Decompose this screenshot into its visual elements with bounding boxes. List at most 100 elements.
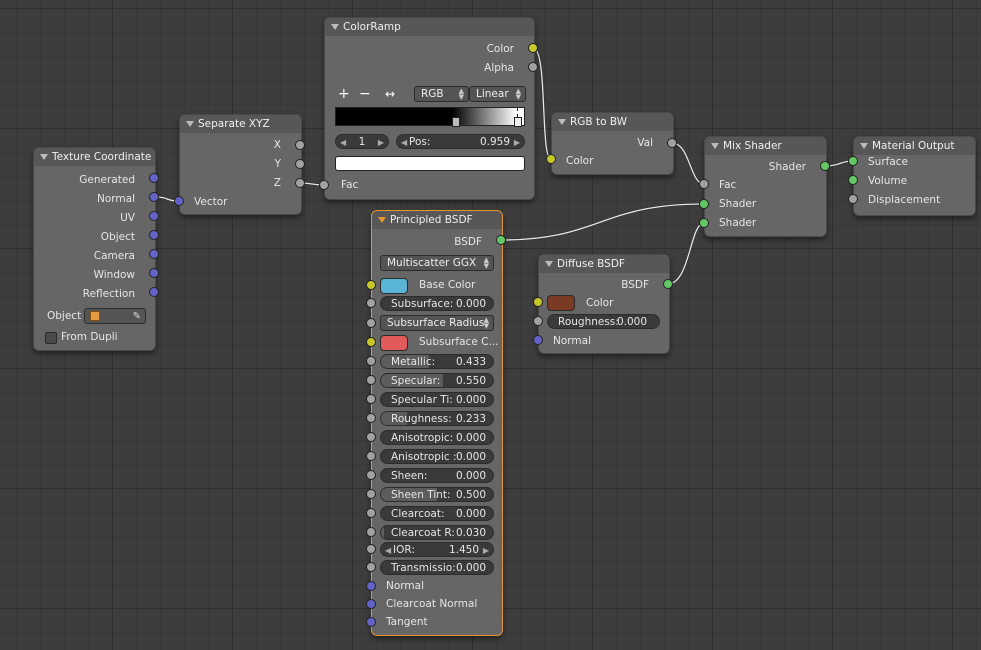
- increment-arrow-icon[interactable]: ▶: [377, 138, 384, 147]
- socket-bsdf-out[interactable]: [663, 279, 673, 289]
- rgb-to-bw-node[interactable]: RGB to BW Val Color: [551, 112, 674, 175]
- param-slider[interactable]: Roughness:0.233: [380, 411, 494, 426]
- socket-base-color-in[interactable]: [366, 280, 376, 290]
- param-slider[interactable]: Sheen:0.000: [380, 468, 494, 483]
- add-stop-button[interactable]: +: [338, 86, 350, 102]
- principled-bsdf-node[interactable]: Principled BSDF BSDF Multiscatter GGX▲▼ …: [371, 210, 503, 636]
- stop-color-swatch[interactable]: [335, 156, 525, 171]
- collapse-triangle-icon[interactable]: [186, 121, 194, 127]
- socket-fac-in[interactable]: [699, 179, 709, 189]
- subsurface-field[interactable]: Subsurface: 0.000: [380, 296, 494, 311]
- flip-ramp-button[interactable]: ↔: [385, 87, 396, 101]
- subsurface-method-dropdown[interactable]: Subsurface Radius▲▼: [380, 315, 494, 331]
- stop-position-field[interactable]: ◀ Pos: 0.959 ▶: [396, 134, 525, 149]
- param-socket-in[interactable]: [366, 432, 376, 442]
- increment-arrow-icon[interactable]: ▶: [482, 546, 489, 555]
- param-socket-in[interactable]: [366, 394, 376, 404]
- socket-normal[interactable]: [149, 192, 159, 202]
- node-header[interactable]: Principled BSDF: [372, 211, 502, 229]
- subsurface-color-swatch[interactable]: [380, 335, 408, 351]
- material-output-node[interactable]: Material Output Surface Volume Displacem…: [853, 136, 976, 216]
- socket-ior-in[interactable]: [366, 544, 376, 554]
- collapse-triangle-icon[interactable]: [40, 154, 48, 160]
- socket-surface-in[interactable]: [848, 156, 858, 166]
- active-stop-index[interactable]: ◀ 1 ▶: [335, 134, 389, 149]
- param-socket-in[interactable]: [366, 413, 376, 423]
- socket-val-out[interactable]: [667, 138, 677, 148]
- socket-object[interactable]: [149, 230, 159, 240]
- param-socket-in[interactable]: [366, 470, 376, 480]
- param-slider[interactable]: Anisotropic :0.000: [380, 449, 494, 464]
- decrement-arrow-icon[interactable]: ◀: [385, 546, 392, 555]
- socket-shader-in-2[interactable]: [699, 218, 709, 228]
- socket-tangent-in[interactable]: [366, 617, 376, 627]
- param-slider[interactable]: Specular:0.550: [380, 373, 494, 388]
- socket-normal-in[interactable]: [366, 581, 376, 591]
- collapse-triangle-icon[interactable]: [711, 143, 719, 149]
- socket-clearcoat-normal-in[interactable]: [366, 599, 376, 609]
- decrement-arrow-icon[interactable]: ◀: [401, 138, 408, 147]
- socket-fac-in[interactable]: [319, 180, 329, 190]
- socket-bsdf-out[interactable]: [496, 235, 506, 245]
- color-mode-dropdown[interactable]: RGB▲▼: [414, 86, 469, 102]
- color-ramp-gradient[interactable]: [335, 107, 525, 127]
- diffuse-bsdf-node[interactable]: Diffuse BSDF BSDF Color Roughness: 0.000…: [538, 254, 670, 354]
- interpolation-dropdown[interactable]: Linear▲▼: [469, 86, 526, 102]
- socket-shader-out[interactable]: [820, 161, 830, 171]
- param-slider[interactable]: Anisotropic:0.000: [380, 430, 494, 445]
- node-header[interactable]: Material Output: [854, 137, 975, 155]
- param-slider[interactable]: Specular Ti:0.000: [380, 392, 494, 407]
- socket-subsurface-color-in[interactable]: [366, 337, 376, 347]
- ior-field[interactable]: ◀ IOR: 1.450 ▶: [380, 542, 494, 557]
- param-socket-in[interactable]: [366, 356, 376, 366]
- collapse-triangle-icon[interactable]: [378, 217, 386, 223]
- socket-displacement-in[interactable]: [848, 194, 858, 204]
- node-header[interactable]: Diffuse BSDF: [539, 255, 669, 273]
- node-header[interactable]: Texture Coordinate: [34, 148, 155, 166]
- socket-generated[interactable]: [149, 173, 159, 183]
- roughness-field[interactable]: Roughness: 0.000: [547, 314, 660, 329]
- object-picker[interactable]: ✎: [84, 308, 146, 324]
- base-color-swatch[interactable]: [380, 278, 408, 294]
- node-header[interactable]: RGB to BW: [552, 113, 673, 131]
- colorramp-node[interactable]: ColorRamp Color Alpha + − ↔ RGB▲▼ Linear…: [324, 17, 535, 200]
- param-slider[interactable]: Sheen Tint:0.500: [380, 487, 494, 502]
- socket-z[interactable]: [295, 178, 305, 188]
- socket-x[interactable]: [295, 140, 305, 150]
- transmission-field[interactable]: Transmissio: 0.000: [380, 560, 494, 575]
- remove-stop-button[interactable]: −: [359, 86, 371, 102]
- param-socket-in[interactable]: [366, 375, 376, 385]
- param-slider[interactable]: Clearcoat:0.000: [380, 506, 494, 521]
- collapse-triangle-icon[interactable]: [860, 143, 868, 149]
- socket-roughness-in[interactable]: [533, 316, 543, 326]
- socket-color-in[interactable]: [533, 297, 543, 307]
- param-slider[interactable]: Metallic:0.433: [380, 354, 494, 369]
- texture-coordinate-node[interactable]: Texture Coordinate Generated Normal UV O…: [33, 147, 156, 351]
- param-socket-in[interactable]: [366, 489, 376, 499]
- socket-volume-in[interactable]: [848, 175, 858, 185]
- param-socket-in[interactable]: [366, 508, 376, 518]
- socket-camera[interactable]: [149, 249, 159, 259]
- collapse-triangle-icon[interactable]: [331, 24, 339, 30]
- collapse-triangle-icon[interactable]: [545, 261, 553, 267]
- param-slider[interactable]: Clearcoat R:0.030: [380, 525, 494, 540]
- socket-color-in[interactable]: [546, 154, 556, 164]
- ramp-stop-marker-active[interactable]: [514, 117, 522, 127]
- node-header[interactable]: ColorRamp: [325, 18, 534, 36]
- color-swatch[interactable]: [547, 295, 575, 311]
- ramp-stop-marker[interactable]: [452, 117, 460, 127]
- socket-uv[interactable]: [149, 211, 159, 221]
- eyedropper-icon[interactable]: ✎: [132, 311, 141, 322]
- mix-shader-node[interactable]: Mix Shader Shader Fac Shader Shader: [704, 136, 827, 237]
- socket-window[interactable]: [149, 268, 159, 278]
- socket-subsurface-radius-in[interactable]: [366, 318, 376, 328]
- param-socket-in[interactable]: [366, 451, 376, 461]
- distribution-dropdown[interactable]: Multiscatter GGX▲▼: [380, 255, 494, 271]
- socket-subsurface-in[interactable]: [366, 298, 376, 308]
- socket-shader-in-1[interactable]: [699, 199, 709, 209]
- separate-xyz-node[interactable]: Separate XYZ X Y Z Vector: [179, 114, 302, 215]
- node-header[interactable]: Separate XYZ: [180, 115, 301, 133]
- socket-vector-in[interactable]: [174, 196, 184, 206]
- collapse-triangle-icon[interactable]: [558, 119, 566, 125]
- socket-transmission-in[interactable]: [366, 562, 376, 572]
